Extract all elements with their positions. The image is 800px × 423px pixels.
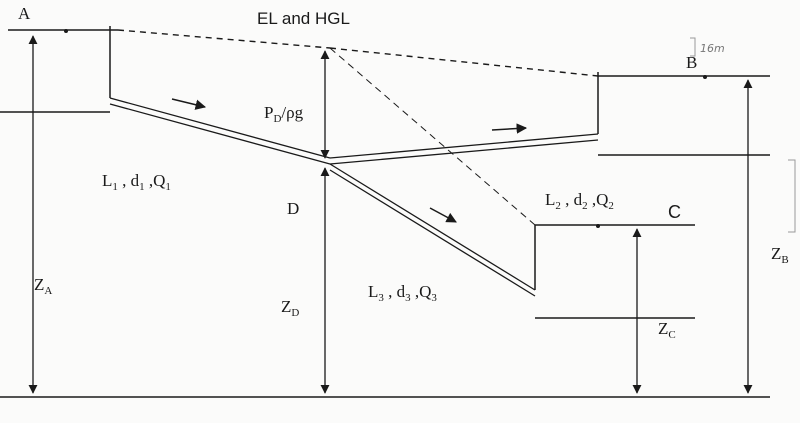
junction-d-label: D [287, 199, 299, 218]
water-surface-marker-a [64, 29, 68, 33]
pressure-head-label: PD/ρg [264, 103, 304, 125]
handwritten-bracket-top [690, 37, 696, 57]
pipe-2 [329, 133, 599, 165]
reservoir-a [0, 26, 118, 113]
zb-label: ZB [771, 244, 789, 266]
reservoir-b [597, 72, 770, 156]
zc-label: ZC [658, 319, 676, 341]
flow-arrow-pipe-1 [171, 98, 207, 110]
el-hgl-label: EL and HGL [257, 9, 350, 28]
pipe-1-label: L1 , d1 ,Q1 [102, 171, 171, 193]
handwritten-bracket-right [788, 159, 796, 233]
zd-label: ZD [281, 297, 299, 319]
pipe-3-label: L3 , d3 ,Q3 [368, 282, 437, 304]
flow-arrow-pipe-3 [429, 207, 457, 223]
handwritten-note: 16m [700, 42, 725, 55]
pipe-3 [329, 163, 536, 297]
flow-arrow-pipe-2 [491, 123, 528, 134]
hgl-line-a-to-d [117, 29, 331, 49]
water-surface-marker-b [703, 75, 707, 79]
reservoir-a-label: A [18, 4, 31, 23]
hgl-line-d-to-c [329, 47, 536, 226]
hgl-line-d-to-b [329, 47, 599, 77]
reservoir-c [534, 224, 695, 319]
pipe-1 [109, 97, 331, 165]
za-label: ZA [34, 275, 52, 297]
pipe-2-label: L2 , d2 ,Q2 [545, 190, 614, 212]
water-surface-marker-c [596, 224, 600, 228]
reservoir-c-label: C [668, 202, 681, 222]
reservoir-b-label: B [686, 53, 697, 72]
